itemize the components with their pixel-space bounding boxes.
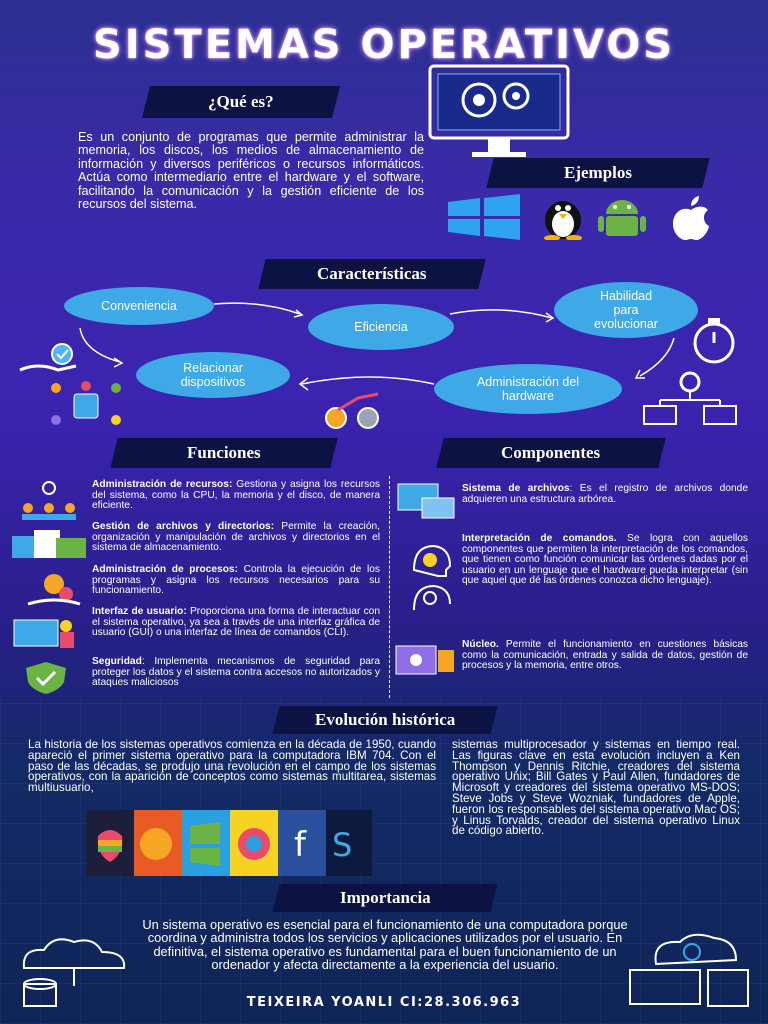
- file-folders-icon: [8, 526, 90, 562]
- importancia-banner: Importancia: [272, 884, 498, 912]
- evolucion-banner: Evolución histórica: [272, 706, 498, 734]
- devices-network-icon: [46, 380, 126, 428]
- svg-text:S: S: [332, 826, 352, 864]
- componente-comandos-text: Se logra con aquellos componentes que pe…: [462, 533, 749, 587]
- funcion-interfaz-text: Proporciona una forma de interactuar con…: [92, 606, 380, 639]
- cloud-server-icon: [626, 930, 758, 1010]
- footer-author: TEIXEIRA YOANLI CI:28.306.963: [246, 995, 522, 1010]
- caracteristica-administracion: Administración del hardware: [434, 364, 622, 414]
- funciones-heading: Funciones: [187, 443, 261, 462]
- user-interface-icon: [10, 614, 80, 650]
- os-history-strip: f S: [86, 810, 372, 876]
- ejemplos-banner: Ejemplos: [486, 158, 710, 188]
- componente-comandos: Interpretación de comandos. Se logra con…: [462, 533, 749, 587]
- stopwatch-icon: [678, 316, 754, 364]
- componentes-heading: Componentes: [501, 443, 601, 462]
- caracteristica-habilidad: Habilidad para evolucionar: [554, 282, 698, 338]
- funciones-banner: Funciones: [110, 438, 338, 468]
- funcion-recursos: Administración de recursos: Gestiona y a…: [92, 479, 380, 512]
- apple-logo-icon: [673, 196, 709, 240]
- svg-text:f: f: [294, 825, 307, 865]
- funcion-procesos: Administración de procesos: Controla la …: [92, 564, 380, 597]
- hand-check-icon: [18, 340, 82, 380]
- resources-people-icon: [18, 480, 80, 520]
- funcion-interfaz-title: Interfaz de usuario:: [92, 606, 187, 617]
- caracteristica-eficiencia: Eficiencia: [308, 304, 454, 350]
- ejemplos-heading: Ejemplos: [564, 163, 632, 182]
- file-system-icon: [396, 480, 458, 520]
- funcion-seguridad: Seguridad: Implementa mecanismos de segu…: [92, 656, 380, 689]
- que-es-text: Es un conjunto de programas que permite …: [78, 130, 424, 212]
- componente-nucleo: Núcleo. Permite el funcionamiento en cue…: [462, 639, 748, 672]
- componente-comandos-title: Interpretación de comandos.: [462, 533, 617, 544]
- componente-archivos-title: Sistema de archivos: [462, 483, 570, 494]
- security-shield-icon: [20, 660, 72, 694]
- evolucion-heading: Evolución histórica: [314, 710, 456, 729]
- kernel-chip-icon: [392, 640, 458, 678]
- funcion-recursos-text: Gestiona y asigna los recursos del siste…: [92, 479, 380, 512]
- windows-logo-icon: [448, 194, 520, 240]
- monitor-gears-icon: [424, 62, 574, 162]
- funcion-archivos: Gestión de archivos y directorios: Permi…: [92, 521, 380, 554]
- componente-archivos: Sistema de archivos: Es el registro de a…: [462, 483, 748, 505]
- componente-nucleo-title: Núcleo.: [462, 639, 499, 650]
- evolucion-left-text: La historia de los sistemas operativos c…: [28, 738, 436, 795]
- caracteristica-conveniencia: Conveniencia: [64, 287, 214, 325]
- que-es-banner: ¿Qué es?: [142, 86, 340, 118]
- cloud-database-icon: [14, 930, 138, 1010]
- android-icon: [598, 200, 646, 236]
- funcion-archivos-text: Permite la creación, organización y mani…: [92, 521, 380, 554]
- head-gears-icon: [400, 540, 456, 614]
- evolucion-right-text: sistemas multiprocesador y sistemas en t…: [452, 738, 740, 838]
- hardware-gear-boxes-icon: [640, 370, 740, 426]
- funcion-procesos-title: Administración de procesos:: [92, 564, 238, 575]
- funcion-recursos-title: Administración de recursos:: [92, 479, 233, 490]
- funcion-interfaz: Interfaz de usuario: Proporciona una for…: [92, 606, 380, 639]
- componentes-banner: Componentes: [436, 438, 666, 468]
- os-logos: [446, 194, 746, 241]
- funcion-procesos-text: Controla la ejecución de los programas y…: [92, 564, 380, 597]
- funcion-seguridad-title: Seguridad: [92, 656, 142, 667]
- funcion-archivos-title: Gestión de archivos y directorios:: [92, 521, 275, 532]
- process-hands-icon: [26, 568, 82, 608]
- page-title: SISTEMAS OPERATIVOS: [92, 22, 676, 68]
- performance-gears-icon: [318, 390, 390, 432]
- que-es-heading: ¿Qué es?: [208, 92, 274, 111]
- column-divider: [389, 476, 390, 698]
- linux-penguin-icon: [544, 201, 582, 241]
- importancia-heading: Importancia: [339, 888, 431, 907]
- componente-archivos-text: : Es el registro de archivos donde adqui…: [462, 483, 748, 505]
- componente-nucleo-text: Permite el funcionamiento en cuestiones …: [462, 639, 748, 672]
- funcion-seguridad-text: : Implementa mecanismos de seguridad par…: [92, 656, 380, 689]
- caracteristicas-arrows: [79, 302, 675, 391]
- caracteristica-relacionar: Relacionar dispositivos: [136, 352, 290, 398]
- importancia-text: Un sistema operativo es esencial para el…: [142, 917, 628, 973]
